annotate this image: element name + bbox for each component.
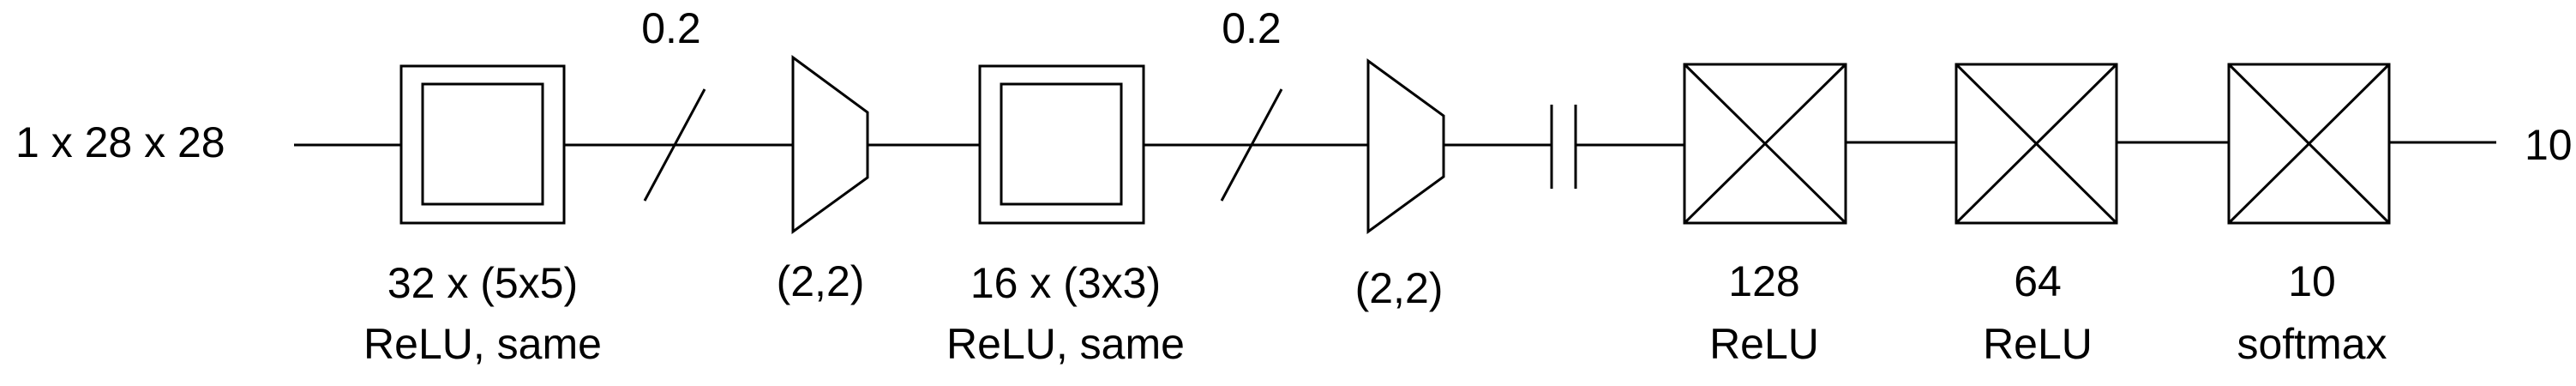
dropout-layer-1: 0.2 xyxy=(641,4,706,202)
dense-layer-3-cross-b xyxy=(2227,63,2391,225)
dropout-layer-2: 0.2 xyxy=(1220,4,1283,202)
pool-layer-1: (2,2) xyxy=(777,55,869,305)
dropout-layer-2-rate-label: 0.2 xyxy=(1222,4,1282,52)
dense-layer-2: 64 ReLU xyxy=(1955,63,2118,368)
conv-layer-1: 32 x (5x5) ReLU, same xyxy=(363,64,602,368)
dense-layer-1-activation-label: ReLU xyxy=(1709,320,1819,368)
conv-layer-2: 16 x (3x3) ReLU, same xyxy=(946,64,1185,368)
conv-layer-2-inner-box xyxy=(1000,82,1123,206)
pool-layer-2: (2,2) xyxy=(1355,58,1445,312)
dense-layer-3: 10 softmax xyxy=(2227,63,2391,368)
dropout-layer-2-slash xyxy=(1220,88,1283,202)
pool-layer-2-trapezoid xyxy=(1366,58,1445,234)
input-shape-label: 1 x 28 x 28 xyxy=(15,118,225,166)
pool-layer-1-size-label: (2,2) xyxy=(777,257,865,305)
pool-layer-1-trapezoid xyxy=(791,55,869,234)
dense-layer-1-cross-b xyxy=(1683,63,1847,225)
dropout-layer-1-rate-label: 0.2 xyxy=(641,4,701,52)
dense-layer-3-units-label: 10 xyxy=(2288,257,2336,305)
dense-layer-2-activation-label: ReLU xyxy=(1983,320,2093,368)
dense-layer-1-units-label: 128 xyxy=(1728,257,1799,305)
dense-layer-2-cross-b xyxy=(1955,63,2118,225)
dense-layer-1: 128 ReLU xyxy=(1683,63,1847,368)
conv-layer-1-activation-label: ReLU, same xyxy=(363,320,602,368)
pool-layer-2-size-label: (2,2) xyxy=(1355,264,1444,312)
conv-layer-1-inner-box xyxy=(421,82,544,206)
flatten-layer xyxy=(1550,105,1577,189)
dense-layer-2-units-label: 64 xyxy=(2014,257,2062,305)
connection-lines xyxy=(294,141,2496,147)
conv-layer-2-activation-label: ReLU, same xyxy=(946,320,1185,368)
output-size-label: 10 xyxy=(2525,121,2573,169)
dropout-layer-1-slash xyxy=(643,88,706,202)
dense-layer-3-activation-label: softmax xyxy=(2237,320,2387,368)
conv-layer-1-filters-label: 32 x (5x5) xyxy=(387,259,578,307)
conv-layer-2-filters-label: 16 x (3x3) xyxy=(970,259,1161,307)
